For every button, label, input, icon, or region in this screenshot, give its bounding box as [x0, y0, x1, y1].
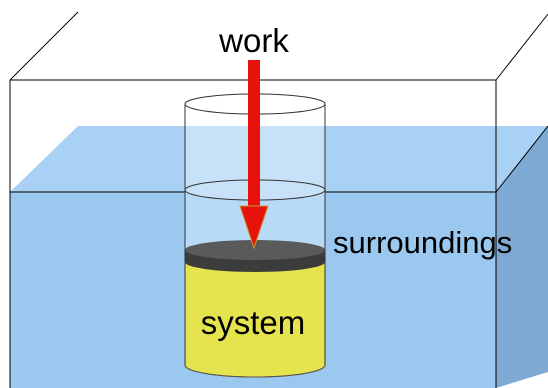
water-side-face [496, 126, 548, 388]
system-label: system [201, 304, 306, 341]
water-top-surface [10, 126, 548, 192]
work-arrow-head [239, 205, 269, 250]
piston-top [185, 240, 325, 260]
work-label: work [218, 22, 289, 59]
work-arrow [239, 60, 269, 250]
surroundings-label: surroundings [333, 225, 512, 260]
work-arrow-shaft [248, 60, 260, 210]
